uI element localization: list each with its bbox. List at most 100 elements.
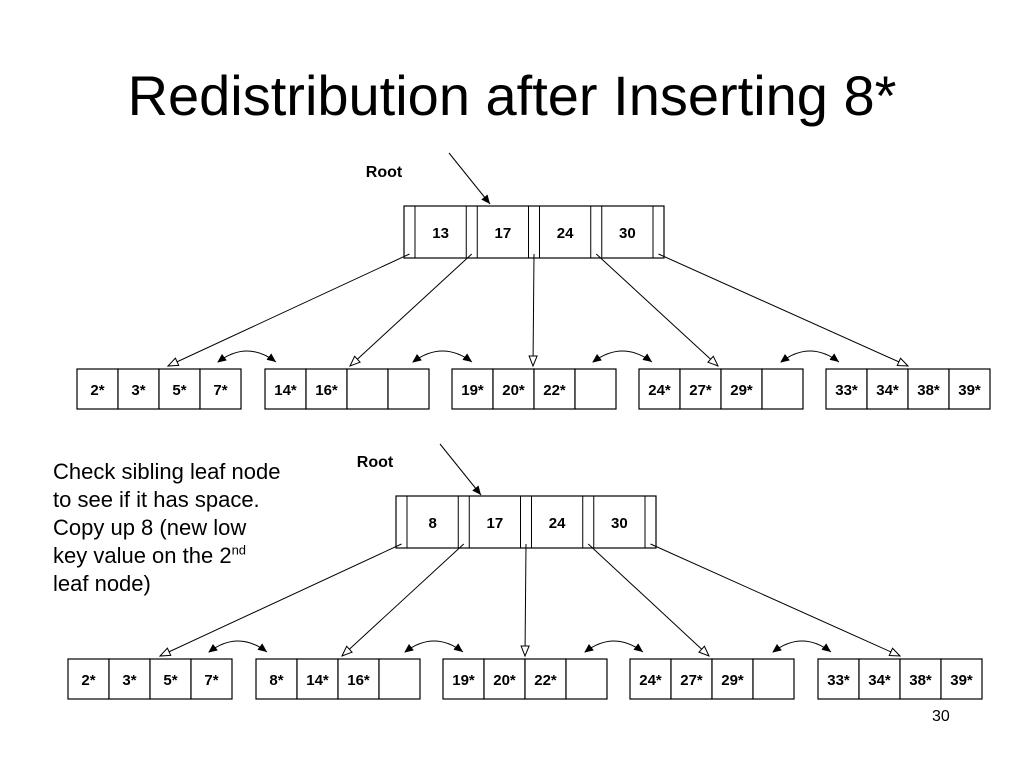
leaf-entry: 5* (163, 672, 177, 689)
leaf-cell (492, 368, 535, 410)
leaf-cell (387, 368, 430, 410)
child-pointer-arrow (595, 253, 718, 366)
leaf-entry: 8* (269, 672, 283, 689)
leaf-entry: 2* (81, 672, 95, 689)
leaf-entry: 27* (680, 672, 703, 689)
leaf-cell (940, 658, 983, 700)
leaf-node: 8* 14* 16* (255, 658, 421, 700)
leaf-cell (483, 658, 526, 700)
leaf-cell (817, 658, 860, 700)
leaf-cell (670, 658, 713, 700)
leaf-entry: 34* (868, 672, 891, 689)
leaf-entry: 2* (90, 382, 104, 399)
note-line-1: Check sibling leaf node (53, 459, 281, 484)
leaf-entry: 22* (534, 672, 557, 689)
leaf-entry: 19* (461, 382, 484, 399)
root-label: Root (366, 164, 403, 181)
leaf-cell (565, 658, 608, 700)
leaf-node: 14* 16* (264, 368, 430, 410)
leaf-entry: 14* (306, 672, 329, 689)
leaf-cell (442, 658, 485, 700)
leaf-cell (574, 368, 617, 410)
sibling-link-arrow (772, 640, 832, 653)
note-line-2: to see if it has space. (53, 487, 260, 512)
leaf-cell (108, 658, 151, 700)
leaf-node: 2*3*5*7* (67, 658, 233, 700)
root-key: 13 (432, 225, 449, 242)
root-node (403, 205, 665, 259)
leaf-cell (117, 368, 160, 410)
leaf-cell (752, 658, 795, 700)
root-key: 30 (611, 515, 628, 532)
leaf-entry: 27* (689, 382, 712, 399)
leaf-cell (305, 368, 348, 410)
leaf-entry: 24* (639, 672, 662, 689)
leaf-node: 33*34*38*39* (825, 368, 991, 410)
root-node (395, 495, 657, 549)
leaf-node: 2* 3* 5* 7* (76, 368, 242, 410)
note-line-3: Copy up 8 (new low (53, 515, 247, 540)
leaf-entry: 29* (730, 382, 753, 399)
leaf-node: 19*20*22* (442, 658, 608, 700)
leaf-cell (346, 368, 389, 410)
sibling-link-arrow (208, 640, 268, 653)
root-key: 30 (619, 225, 636, 242)
child-pointer-arrow (533, 253, 534, 366)
leaf-node: 33*34*38*39* (817, 658, 983, 700)
leaf-cell (296, 658, 339, 700)
leaf-cell (158, 368, 201, 410)
leaf-entry: 29* (721, 672, 744, 689)
leaf-cell (199, 368, 242, 410)
note-line-5: leaf node) (53, 571, 151, 596)
leaf-cell (190, 658, 233, 700)
leaf-entry: 3* (131, 382, 145, 399)
sibling-link-arrow (592, 350, 653, 363)
root-pointer-arrow (439, 443, 482, 496)
leaf-cell (948, 368, 991, 410)
sibling-link-arrow (412, 350, 473, 363)
root-label: Root (357, 454, 394, 471)
leaf-cell (679, 368, 722, 410)
leaf-cell (378, 658, 421, 700)
leaf-cell (629, 658, 672, 700)
leaf-entry: 16* (347, 672, 370, 689)
leaf-entry: 33* (827, 672, 850, 689)
leaf-entry: 20* (493, 672, 516, 689)
leaf-entry: 16* (315, 382, 338, 399)
child-pointer-arrow (650, 543, 901, 656)
leaf-entry: 20* (502, 382, 525, 399)
child-pointer-arrow (342, 543, 465, 656)
sibling-link-arrow (404, 640, 464, 653)
leaf-node: 24* 27* 29* (629, 658, 795, 700)
leaf-entry: 14* (274, 382, 297, 399)
root-pointer-arrow (448, 152, 491, 205)
root-key: 17 (487, 515, 504, 532)
leaf-entry: 39* (958, 382, 981, 399)
root-key: 24 (557, 225, 574, 242)
leaf-node: 19* 20* 22* (451, 368, 617, 410)
leaf-entry: 34* (876, 382, 899, 399)
leaf-cell (264, 368, 307, 410)
leaf-entry: 7* (213, 382, 227, 399)
leaf-cell (761, 368, 804, 410)
leaf-entry: 22* (543, 382, 566, 399)
child-pointer-arrow (587, 543, 709, 656)
leaf-node: 24*27*29* (638, 368, 804, 410)
leaf-cell (149, 658, 192, 700)
child-pointer-arrow (525, 543, 526, 656)
slide-title: Redistribution after Inserting 8* (127, 64, 897, 127)
child-pointer-arrow (658, 253, 909, 366)
leaf-cell (76, 368, 119, 410)
leaf-entry: 38* (909, 672, 932, 689)
note-line-4: key value on the 2nd (53, 542, 333, 570)
root-key: 8 (428, 515, 436, 532)
leaf-entry: 5* (172, 382, 186, 399)
page-number: 30 (932, 708, 950, 725)
sibling-link-arrow (217, 350, 277, 363)
child-pointer-arrow (168, 253, 410, 366)
leaf-entry: 3* (122, 672, 136, 689)
leaf-cell (524, 658, 567, 700)
leaf-entry: 33* (835, 382, 858, 399)
leaf-cell (451, 368, 494, 410)
